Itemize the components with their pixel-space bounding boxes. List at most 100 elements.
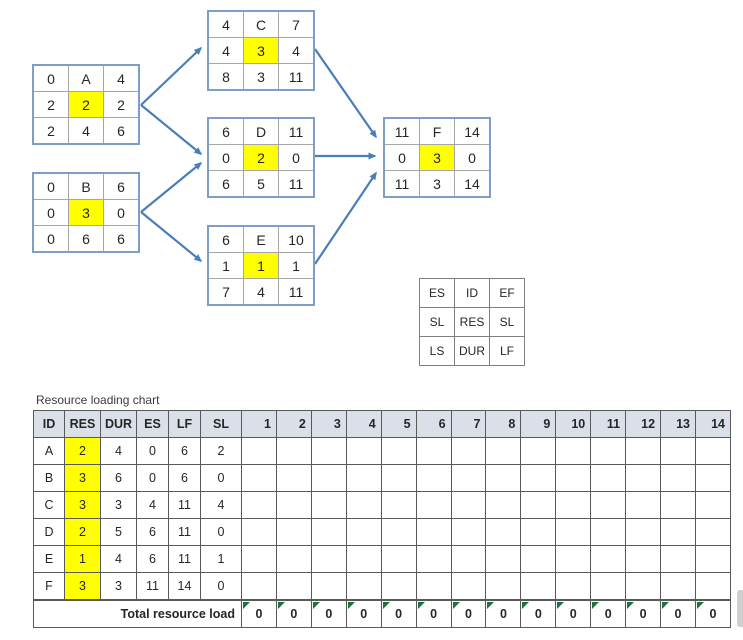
node-E-cell: 7 — [209, 279, 243, 304]
period-cell — [345, 437, 382, 465]
node-F-cell: F — [420, 119, 454, 144]
value-cell: 0 — [200, 572, 242, 600]
value-cell: B — [33, 464, 65, 492]
period-cell — [415, 545, 452, 573]
res-value-cell: 3 — [64, 572, 101, 600]
period-cell — [380, 572, 417, 600]
period-cell — [275, 572, 312, 600]
period-cell — [450, 572, 487, 600]
comment-indicator-icon — [557, 601, 565, 609]
period-cell — [380, 545, 417, 573]
value-cell: F — [33, 572, 65, 600]
period-cell — [625, 518, 662, 546]
period-cell — [450, 545, 487, 573]
legend-cell: EF — [490, 279, 524, 307]
period-cell — [345, 491, 382, 519]
node-F-cell: 11 — [385, 171, 419, 196]
total-value-cell: 0 — [241, 598, 277, 628]
node-F-cell: 14 — [455, 119, 489, 144]
column-header-sl: SL — [200, 410, 242, 438]
comment-indicator-icon — [382, 601, 390, 609]
value-cell: 6 — [136, 545, 169, 573]
period-cell — [415, 437, 452, 465]
period-cell — [485, 437, 522, 465]
comment-indicator-icon — [347, 601, 355, 609]
period-header-14: 14 — [694, 410, 732, 438]
period-header-12: 12 — [625, 410, 662, 438]
total-value-cell: 0 — [590, 598, 627, 628]
scrollbar-fragment[interactable] — [737, 590, 743, 627]
node-F-cell: 3 — [420, 171, 454, 196]
node-A-cell: 4 — [104, 66, 138, 91]
node-B-cell: 0 — [34, 174, 68, 199]
comment-indicator-icon — [522, 601, 530, 609]
period-cell — [625, 545, 662, 573]
total-value-cell: 0 — [310, 598, 347, 628]
period-cell — [310, 572, 347, 600]
total-value-cell: 0 — [380, 598, 417, 628]
value-cell: 6 — [100, 464, 137, 492]
period-header-8: 8 — [485, 410, 522, 438]
value-cell: 4 — [100, 437, 137, 465]
node-F-cell: 11 — [385, 119, 419, 144]
period-cell — [694, 545, 732, 573]
period-cell — [241, 518, 277, 546]
period-cell — [520, 518, 557, 546]
period-cell — [660, 572, 696, 600]
comment-indicator-icon — [696, 601, 704, 609]
node-F-cell: 0 — [455, 145, 489, 170]
period-header-2: 2 — [275, 410, 312, 438]
column-header-es: ES — [136, 410, 169, 438]
period-cell — [380, 437, 417, 465]
period-cell — [450, 518, 487, 546]
value-cell: 4 — [136, 491, 169, 519]
period-cell — [450, 464, 487, 492]
node-A-cell: 6 — [104, 118, 138, 143]
period-cell — [310, 491, 347, 519]
period-cell — [485, 572, 522, 600]
node-B-cell: 0 — [104, 200, 138, 225]
total-value-cell: 0 — [275, 598, 312, 628]
period-cell — [241, 491, 277, 519]
total-value-cell: 0 — [520, 598, 557, 628]
period-cell — [660, 518, 696, 546]
period-cell — [625, 464, 662, 492]
value-cell: 3 — [100, 572, 137, 600]
period-cell — [694, 464, 732, 492]
legend-cell: DUR — [455, 337, 489, 365]
period-cell — [345, 518, 382, 546]
value-cell: 0 — [200, 464, 242, 492]
period-cell — [450, 437, 487, 465]
period-cell — [485, 464, 522, 492]
period-cell — [450, 491, 487, 519]
node-C-cell: 4 — [209, 12, 243, 37]
node-F-cell: 3 — [420, 145, 454, 170]
period-header-10: 10 — [555, 410, 592, 438]
node-B-cell: 0 — [34, 200, 68, 225]
period-cell — [241, 572, 277, 600]
node-E-cell: 1 — [209, 253, 243, 278]
period-cell — [241, 437, 277, 465]
node-D-cell: 5 — [244, 171, 278, 196]
legend-cell: ID — [455, 279, 489, 307]
arrow-B-D — [140, 162, 203, 213]
period-cell — [660, 464, 696, 492]
value-cell: 0 — [136, 437, 169, 465]
arrow-C-F — [314, 48, 377, 139]
res-value-cell: 3 — [64, 491, 101, 519]
comment-indicator-icon — [417, 601, 425, 609]
legend-cell: LF — [490, 337, 524, 365]
period-cell — [625, 491, 662, 519]
node-D-cell: 11 — [279, 171, 313, 196]
node-A-cell: 2 — [34, 118, 68, 143]
res-value-cell: 3 — [64, 464, 101, 492]
node-E-cell: 6 — [209, 227, 243, 252]
comment-indicator-icon — [627, 601, 635, 609]
period-cell — [590, 437, 627, 465]
period-cell — [520, 572, 557, 600]
total-value-cell: 0 — [415, 598, 452, 628]
